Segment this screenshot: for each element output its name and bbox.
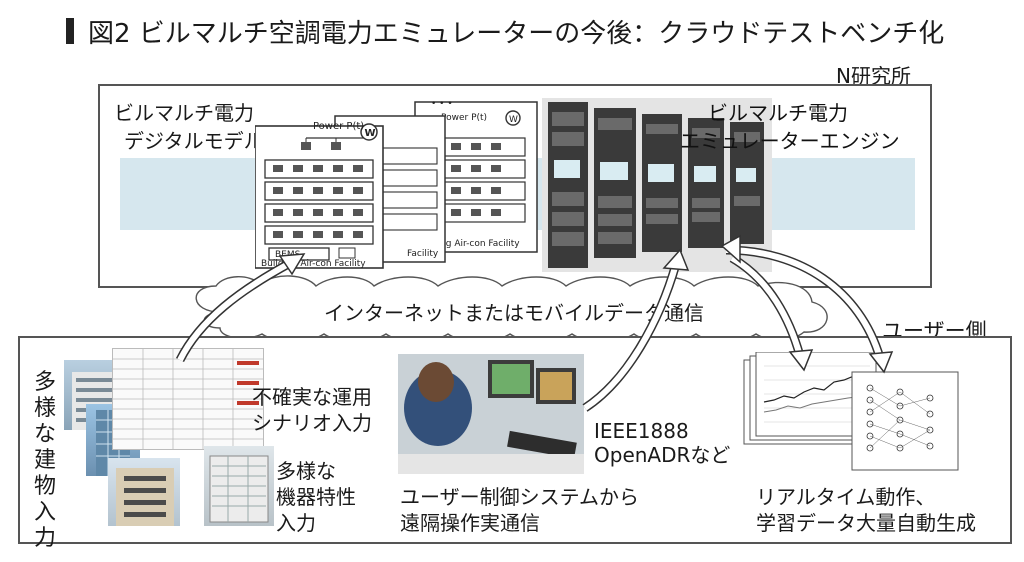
arrow-user-to-engine <box>582 262 681 412</box>
page-title: 図2 ビルマルチ空調電力エミュレーターの今後：クラウドテストベンチ化 <box>88 19 945 49</box>
protocol-label-1: IEEE1888 <box>594 419 689 443</box>
svg-text:W: W <box>509 115 518 125</box>
scenario-table-image <box>112 348 264 450</box>
digital-model-label-1: ビルマルチ電力 <box>114 101 254 125</box>
facility-front-diagram: W Power P(t) BEMS Building Air-con Facil… <box>255 121 384 269</box>
facility-mid-caption: Facility <box>407 249 439 259</box>
title-marker <box>66 18 74 44</box>
facility-front-power: Power P(t) <box>313 121 364 132</box>
remote-label-1: ユーザー制御システムから <box>400 485 639 509</box>
digital-model-label-2: デジタルモデル <box>124 129 264 153</box>
equip-label-1: 多様な <box>276 459 336 483</box>
remote-label-2: 遠隔操作実通信 <box>400 511 540 535</box>
building-photo-3 <box>108 458 180 526</box>
network-label: インターネットまたはモバイルデータ通信 <box>324 301 704 325</box>
arrow-input-to-model <box>175 258 295 363</box>
realtime-graphs-image <box>743 352 959 471</box>
protocol-label-2: OpenADRなど <box>594 443 731 467</box>
arrow-engine-to-graphs-1 <box>729 254 805 358</box>
realtime-label-2: 学習データ大量自動生成 <box>756 511 976 535</box>
uncertain-label-1: 不確実な運用 <box>252 385 372 409</box>
control-room-photo <box>398 354 584 474</box>
server-rack-photo <box>542 98 772 272</box>
outdoor-unit-photo <box>204 446 274 526</box>
engine-label-1: ビルマルチ電力 <box>708 101 848 125</box>
engine-label-2: エミュレーターエンジン <box>680 129 900 153</box>
facility-diagrams: W Power P(t) • • • Building Air-con Faci… <box>255 99 538 269</box>
facility-back-power: Power P(t) <box>441 113 487 123</box>
facility-back-caption: Building Air-con Facility <box>415 239 520 249</box>
facility-front-caption: Building Air-con Facility <box>261 259 366 269</box>
uncertain-label-2: シナリオ入力 <box>252 411 372 435</box>
equip-label-2: 機器特性 <box>276 485 356 509</box>
facility-front-w: W <box>365 128 376 139</box>
equip-label-3: 入力 <box>276 511 316 535</box>
realtime-label-1: リアルタイム動作、 <box>756 485 936 509</box>
svg-text:• • •: • • • <box>431 99 453 109</box>
building-input-label: 多様な建物入力 <box>33 370 56 551</box>
